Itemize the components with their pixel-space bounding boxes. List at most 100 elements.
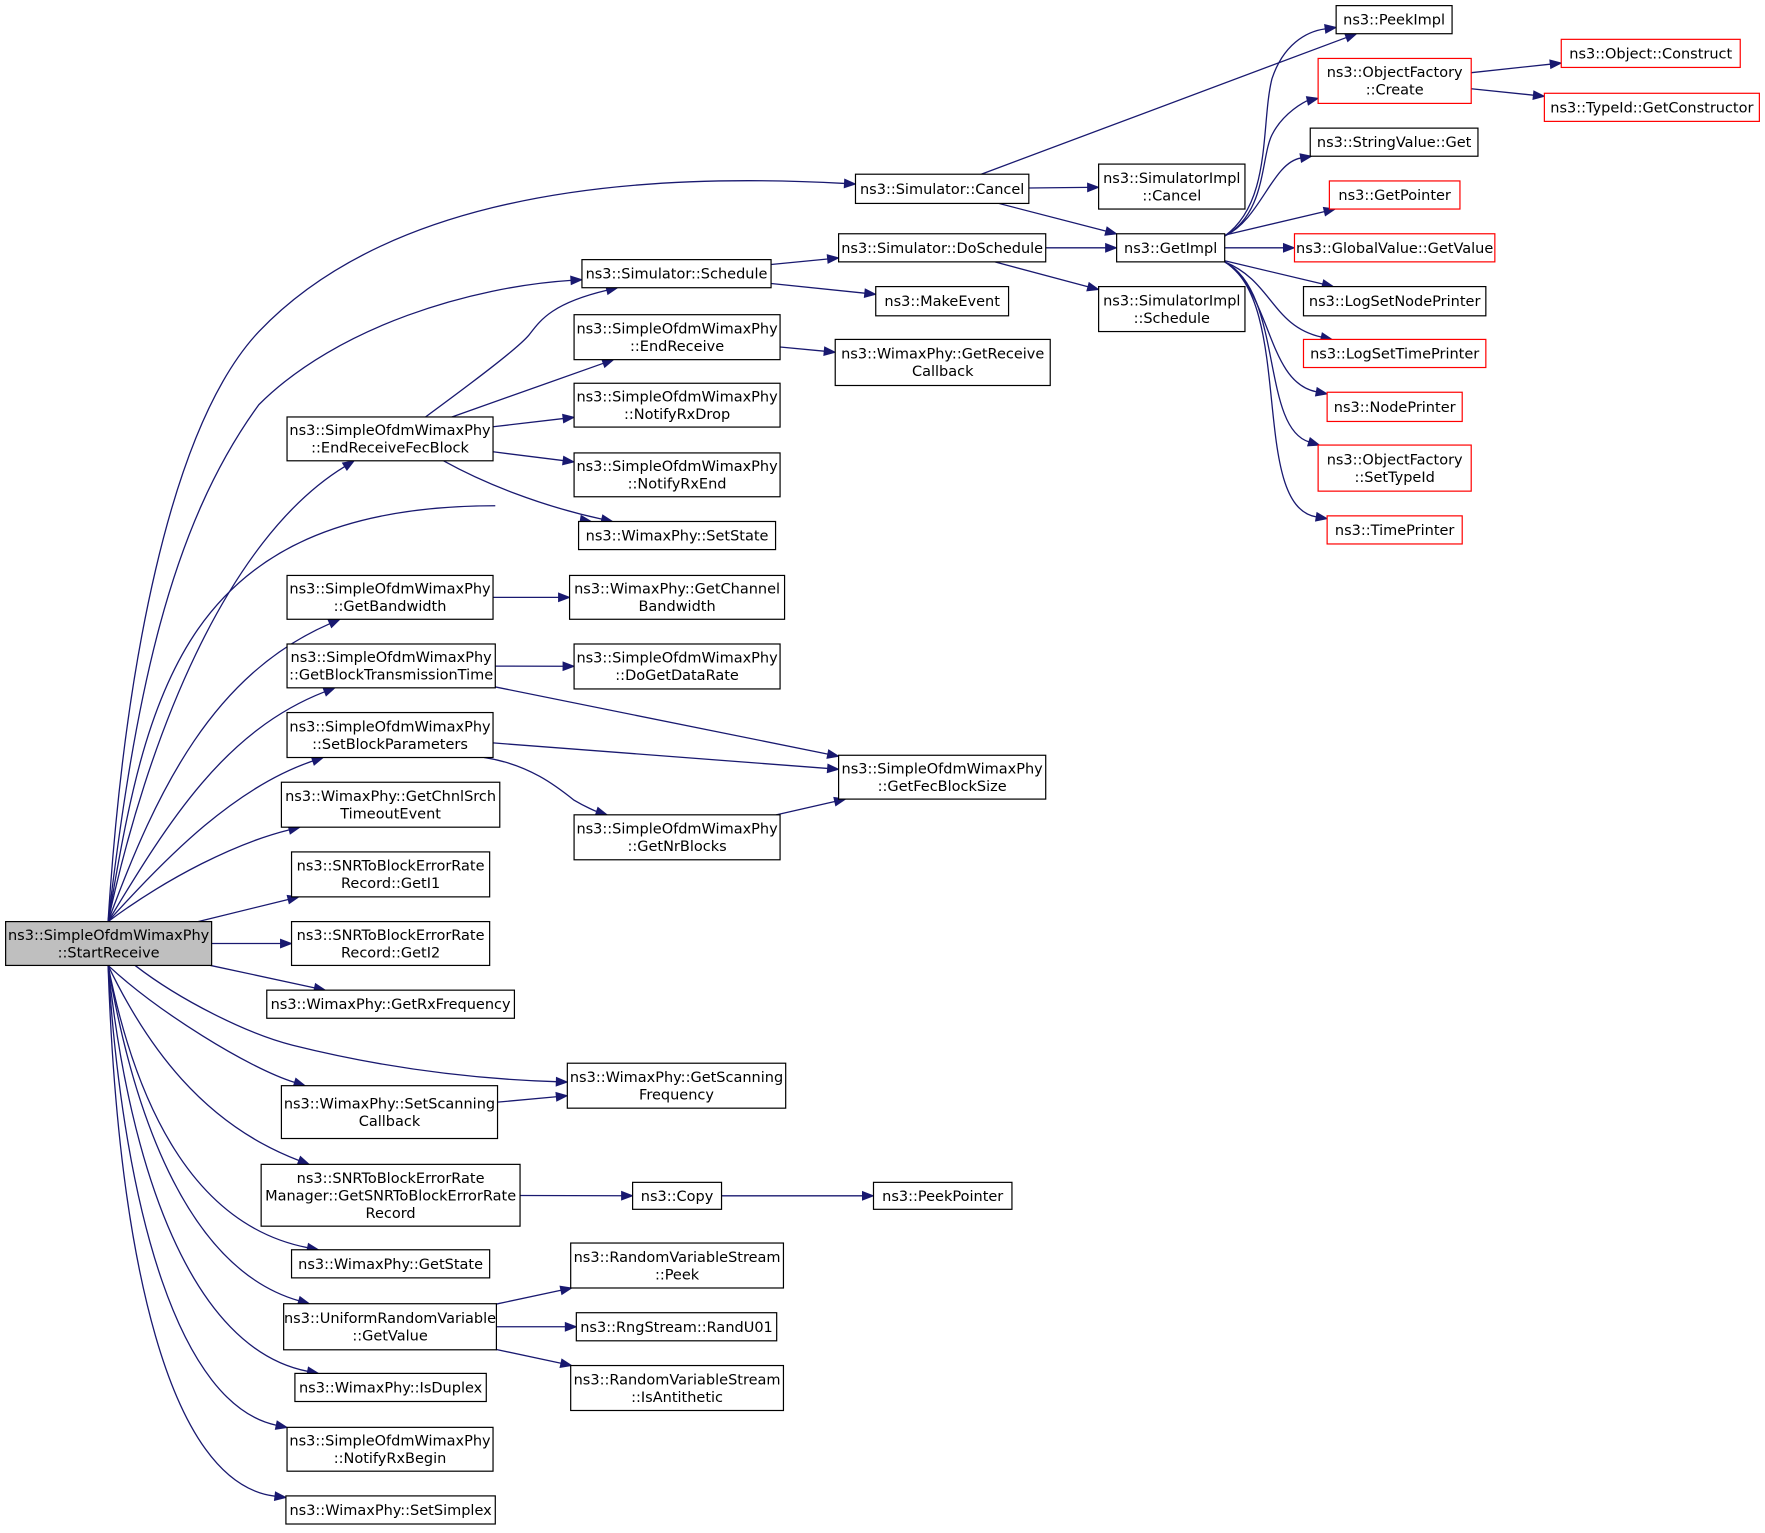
node-box — [872, 1181, 1013, 1210]
edge-sim-do-schedule-to-simimpl-schedule — [994, 261, 1100, 292]
node-box — [285, 1495, 496, 1525]
arrowhead — [570, 275, 584, 286]
edge-of-create-to-typeid-get-ctor — [1471, 88, 1546, 101]
node-box — [1293, 233, 1496, 263]
node-label: ns3::SimpleOfdmWimaxPhy — [576, 651, 778, 667]
node-global-value-get[interactable]: ns3::GlobalValue::GetValue — [1293, 233, 1496, 263]
node-get-state[interactable]: ns3::WimaxPhy::GetState — [290, 1249, 491, 1279]
node-make-event[interactable]: ns3::MakeEvent — [875, 285, 1010, 317]
edge-line — [1224, 261, 1317, 518]
node-start-receive[interactable]: ns3::SimpleOfdmWimaxPhy::StartReceive — [5, 920, 213, 967]
node-of-create[interactable]: ns3::ObjectFactory::Create — [1317, 57, 1472, 104]
node-rand-u01[interactable]: ns3::RngStream::RandU01 — [575, 1312, 778, 1342]
node-box — [1543, 92, 1760, 122]
node-set-simplex[interactable]: ns3::WimaxPhy::SetSimplex — [285, 1495, 496, 1525]
arrowhead — [1105, 242, 1119, 253]
node-peek-pointer[interactable]: ns3::PeekPointer — [872, 1181, 1013, 1210]
node-log-set-time-printer[interactable]: ns3::LogSetTimePrinter — [1302, 338, 1487, 369]
edge-end-receive-to-get-receive-cb — [780, 346, 837, 357]
node-box — [1098, 163, 1246, 210]
node-of-set-type-id[interactable]: ns3::ObjectFactory::SetTypeId — [1317, 444, 1472, 492]
arrowhead — [559, 1358, 574, 1368]
node-label: ns3::SNRToBlockErrorRate — [297, 928, 485, 944]
arrowhead — [1344, 33, 1358, 43]
node-get-nr-blocks[interactable]: ns3::SimpleOfdmWimaxPhy::GetNrBlocks — [573, 814, 781, 861]
node-get-pointer[interactable]: ns3::GetPointer — [1328, 180, 1461, 210]
node-box — [1326, 515, 1463, 545]
node-label: ns3::WimaxPhy::GetState — [298, 1257, 483, 1273]
node-label: ns3::RandomVariableStream — [574, 1250, 781, 1266]
node-get-snr-record[interactable]: ns3::SNRToBlockErrorRateManager::GetSNRT… — [260, 1163, 521, 1227]
node-notify-rx-drop[interactable]: ns3::SimpleOfdmWimaxPhy::NotifyRxDrop — [573, 382, 781, 428]
node-box — [1335, 5, 1453, 35]
node-is-duplex[interactable]: ns3::WimaxPhy::IsDuplex — [294, 1372, 487, 1403]
node-label: ns3::Simulator::Cancel — [860, 182, 1024, 198]
node-rvs-is-antithetic[interactable]: ns3::RandomVariableStream::IsAntithetic — [570, 1364, 785, 1412]
node-time-printer[interactable]: ns3::TimePrinter — [1326, 515, 1463, 545]
node-uniform-get-value[interactable]: ns3::UniformRandomVariable::GetValue — [283, 1303, 498, 1351]
edge-line — [425, 289, 608, 418]
node-peek-impl[interactable]: ns3::PeekImpl — [1335, 5, 1453, 35]
node-get-fec-block-size[interactable]: ns3::SimpleOfdmWimaxPhy::GetFecBlockSize — [838, 754, 1047, 800]
node-box — [1326, 391, 1463, 423]
node-label: ns3::WimaxPhy::GetChnlSrch — [285, 789, 496, 805]
node-set-block-params[interactable]: ns3::SimpleOfdmWimaxPhy::SetBlockParamet… — [286, 711, 494, 759]
edge-start-receive-to-get-i2 — [211, 938, 293, 949]
node-rvs-peek[interactable]: ns3::RandomVariableStream::Peek — [570, 1242, 785, 1289]
node-box — [280, 1085, 499, 1140]
node-box — [575, 1312, 778, 1342]
node-notify-rx-end[interactable]: ns3::SimpleOfdmWimaxPhy::NotifyRxEnd — [573, 452, 781, 498]
node-object-construct[interactable]: ns3::Object::Construct — [1560, 38, 1741, 69]
node-label: ns3::ObjectFactory — [1327, 65, 1463, 81]
edge-line — [1224, 261, 1310, 443]
edge-line — [492, 742, 828, 770]
edge-line — [1471, 88, 1534, 96]
node-string-value-get[interactable]: ns3::StringValue::Get — [1309, 127, 1479, 157]
edge-line — [1224, 157, 1301, 237]
arrowhead — [280, 938, 293, 949]
node-get-block-tx-time[interactable]: ns3::SimpleOfdmWimaxPhy::GetBlockTransmi… — [286, 643, 496, 689]
node-do-get-data-rate[interactable]: ns3::SimpleOfdmWimaxPhy::DoGetDataRate — [573, 643, 781, 690]
node-end-receive-fec[interactable]: ns3::SimpleOfdmWimaxPhy::EndReceiveFecBl… — [286, 416, 494, 462]
edge-get-impl-to-time-printer — [1224, 261, 1329, 522]
node-simimpl-cancel[interactable]: ns3::SimulatorImpl::Cancel — [1098, 163, 1246, 210]
node-end-receive[interactable]: ns3::SimpleOfdmWimaxPhy::EndReceive — [573, 314, 781, 361]
arrowhead — [823, 346, 837, 357]
node-box — [581, 259, 772, 289]
node-box — [290, 851, 491, 898]
edge-start-receive-to-get-chnl-srch — [107, 825, 302, 923]
node-box — [854, 173, 1030, 205]
node-label: ns3::SimpleOfdmWimaxPhy — [576, 822, 778, 838]
node-log-set-node-printer[interactable]: ns3::LogSetNodePrinter — [1302, 285, 1487, 317]
node-label: ::SetTypeId — [1354, 470, 1434, 486]
node-typeid-get-ctor[interactable]: ns3::TypeId::GetConstructor — [1543, 92, 1760, 122]
node-get-rx-freq[interactable]: ns3::WimaxPhy::GetRxFrequency — [266, 989, 516, 1019]
node-notify-rx-begin[interactable]: ns3::SimpleOfdmWimaxPhy::NotifyRxBegin — [286, 1426, 494, 1472]
node-get-bandwidth[interactable]: ns3::SimpleOfdmWimaxPhy::GetBandwidth — [286, 574, 494, 620]
node-label: ::DoGetDataRate — [615, 668, 739, 684]
node-label: ns3::Object::Construct — [1569, 46, 1732, 62]
edge-line — [107, 965, 276, 1497]
node-get-impl[interactable]: ns3::GetImpl — [1116, 233, 1226, 263]
node-sim-cancel[interactable]: ns3::Simulator::Cancel — [854, 173, 1030, 205]
node-node-printer[interactable]: ns3::NodePrinter — [1326, 391, 1463, 423]
node-label: ns3::SimpleOfdmWimaxPhy — [576, 389, 778, 405]
node-sim-schedule[interactable]: ns3::Simulator::Schedule — [581, 259, 772, 289]
node-copy[interactable]: ns3::Copy — [632, 1181, 723, 1210]
node-set-state[interactable]: ns3::WimaxPhy::SetState — [577, 520, 777, 551]
node-label: ns3::SNRToBlockErrorRate — [297, 859, 485, 875]
node-sim-do-schedule[interactable]: ns3::Simulator::DoSchedule — [838, 233, 1047, 263]
node-label: ns3::WimaxPhy::GetRxFrequency — [271, 997, 511, 1013]
edge-line — [1224, 210, 1325, 236]
edge-line — [197, 898, 289, 923]
node-label: ns3::SimpleOfdmWimaxPhy — [8, 928, 210, 944]
arrowhead — [327, 618, 342, 629]
node-simimpl-schedule[interactable]: ns3::SimulatorImpl::Schedule — [1098, 285, 1246, 333]
